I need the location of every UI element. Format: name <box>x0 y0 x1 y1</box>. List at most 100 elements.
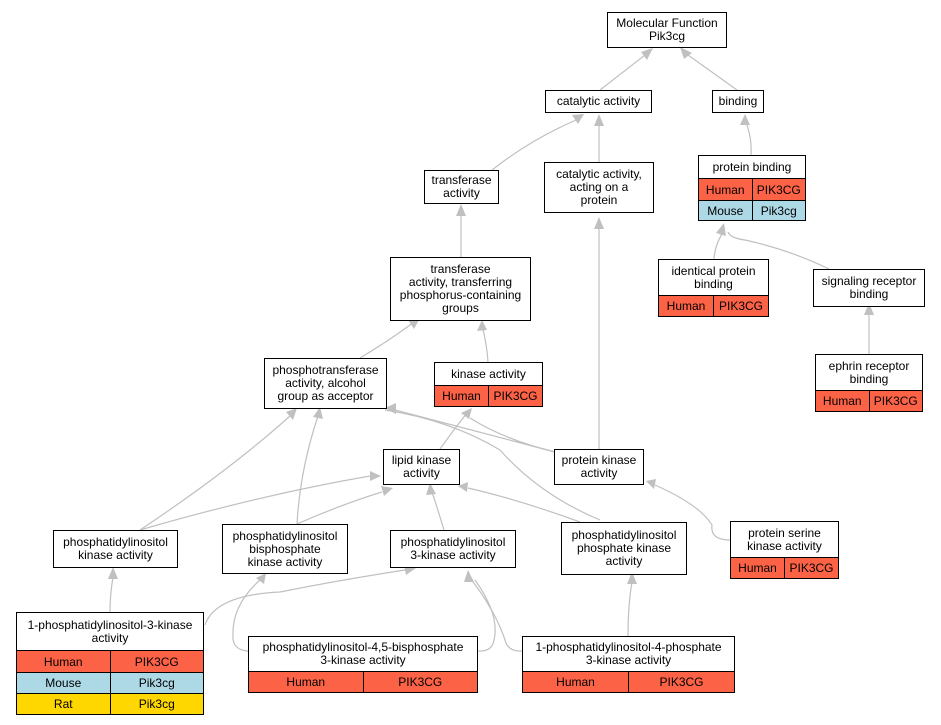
node-1-pi-3-kinase[interactable]: 1-phosphatidylinositol-3-kinase activity… <box>16 612 204 715</box>
edge-pikinase-lipid <box>139 475 371 531</box>
node-protein-binding[interactable]: protein binding Human PIK3CG Mouse Pik3c… <box>698 155 806 221</box>
edge-pi3k1-pi3k <box>204 569 406 626</box>
edge-lipid-kinase <box>439 412 468 450</box>
node-label: 1-phosphatidylinositol-3-kinase activity <box>27 617 193 645</box>
node-pi3k-activity[interactable]: phosphatidylinositol 3-kinase activity <box>390 530 516 568</box>
gene-row-human: Human PIK3CG <box>523 671 734 692</box>
species-cell: Human <box>738 561 777 575</box>
arrow-catalytic-root <box>641 48 653 60</box>
gene-cell: PIK3CG <box>751 179 806 200</box>
node-kinase-activity[interactable]: kinase activity Human PIK3CG <box>434 362 543 407</box>
node-pi4p-3-kinase[interactable]: 1-phosphatidylinositol-4-phosphate 3-kin… <box>522 636 735 693</box>
node-label: 1-phosphatidylinositol-4-phosphate 3-kin… <box>535 640 722 667</box>
node-label: binding <box>718 94 758 108</box>
node-label: Molecular Function Pik3cg <box>616 16 718 43</box>
edge-pi3k1-pikinase <box>109 576 114 613</box>
edge-pip2kinase-phosphotransferase <box>296 415 319 525</box>
gene-row-human: Human PIK3CG <box>435 385 542 406</box>
arrow-ephrin-signaling <box>864 303 874 315</box>
node-ephrin-receptor-binding[interactable]: ephrin receptor binding Human PIK3CG <box>815 354 923 412</box>
arrow-pipkinase-lipid <box>458 482 468 492</box>
arrow-pi3k1-pikinase <box>108 567 118 579</box>
gene-cell: PIK3CG <box>488 386 542 406</box>
arrow-proteinbinding-identical <box>716 223 726 236</box>
node-label: signaling receptor binding <box>821 274 917 301</box>
gene-cell: PIK3CG <box>109 651 204 672</box>
edge-proteinbinding-binding <box>746 124 752 156</box>
arrow-proteinbinding-binding <box>740 114 750 125</box>
gene-cell: Pik3cg <box>751 201 806 220</box>
edge-catalytic-root <box>599 54 646 91</box>
arrow-transferasep-transferase <box>456 204 466 216</box>
node-label: protein kinase activity <box>561 453 637 480</box>
edge-serkinase-protein <box>654 484 731 541</box>
species-cell: Mouse <box>707 203 744 218</box>
arrow-protein-phosphotransferase <box>385 403 396 414</box>
species-cell: Human <box>442 389 481 403</box>
arrow-pip2kinase-lipid <box>381 486 393 496</box>
node-catalytic-activity[interactable]: catalytic activity <box>545 90 652 113</box>
node-transferase-phosphorus[interactable]: transferase activity, transferring phosp… <box>390 257 531 321</box>
node-label: phosphotransferase activity, alcohol gro… <box>272 363 379 403</box>
node-lipid-kinase-activity[interactable]: lipid kinase activity <box>383 449 460 485</box>
node-transferase-activity[interactable]: transferase activity <box>424 170 499 204</box>
node-phosphotransferase-alcohol[interactable]: phosphotransferase activity, alcohol gro… <box>264 358 387 409</box>
arrow-pi4p3k-pipkinase <box>627 572 637 584</box>
node-label: phosphatidylinositol phosphate kinase ac… <box>571 528 677 568</box>
gene-row-human: Human PIK3CG <box>17 650 203 672</box>
gene-row-human: Human PIK3CG <box>249 671 477 692</box>
gene-cell: PIK3CG <box>628 672 734 692</box>
node-label: protein binding <box>712 159 792 174</box>
edge-pip2_3k-pi3k <box>474 579 496 652</box>
node-pip2-3-kinase[interactable]: phosphatidylinositol-4,5-bisphosphate 3-… <box>248 636 478 693</box>
node-label: transferase activity <box>431 173 492 200</box>
species-cell: Rat <box>53 697 73 711</box>
species-cell: Human <box>556 675 595 689</box>
arrow-protein-catprotein <box>594 217 604 229</box>
node-label: lipid kinase activity <box>391 453 452 480</box>
gene-cell: PIK3CG <box>362 672 478 692</box>
node-label: transferase activity, transferring phosp… <box>399 262 522 315</box>
edge-identical-proteinbinding <box>713 233 723 260</box>
node-pi-phosphate-kinase[interactable]: phosphatidylinositol phosphate kinase ac… <box>561 522 687 575</box>
gene-row-human: Human PIK3CG <box>816 390 922 411</box>
edge-signaling-proteinbinding <box>727 231 830 270</box>
species-cell: Human <box>705 182 745 197</box>
edge-pi4p3k-pi3k <box>469 577 523 652</box>
node-identical-protein-binding[interactable]: identical protein binding Human PIK3CG <box>658 259 769 317</box>
node-label: phosphatidylinositol bisphosphate kinase… <box>232 528 338 569</box>
arrow-pi3k-lipid <box>426 483 436 495</box>
species-cell: Mouse <box>45 676 82 690</box>
gene-cell: PIK3CG <box>713 296 768 316</box>
species-cell: Human <box>666 299 706 313</box>
node-label: kinase activity <box>451 366 526 381</box>
edge-pi3k-lipid <box>431 491 445 531</box>
node-pi-kinase-activity[interactable]: phosphatidylinositol kinase activity <box>53 530 178 568</box>
node-catalytic-activity-on-protein[interactable]: catalytic activity, acting on a protein <box>544 162 654 213</box>
node-pi-bisphosphate-kinase[interactable]: phosphatidylinositol bisphosphate kinase… <box>222 524 348 574</box>
node-label: phosphatidylinositol kinase activity <box>63 535 168 562</box>
gene-row-mouse: Mouse Pik3cg <box>699 200 805 220</box>
node-molecular-function-root[interactable]: Molecular Function Pik3cg <box>607 12 727 48</box>
arrow-transferase-catalytic <box>572 114 584 124</box>
arrow-pip2_3k-pip2kinase <box>256 573 266 584</box>
gene-cell: PIK3CG <box>784 558 838 578</box>
species-cell: Human <box>43 654 83 669</box>
gene-row-rat: Rat Pik3cg <box>17 693 203 714</box>
node-binding[interactable]: binding <box>712 90 764 113</box>
arrow-serkinase-protein <box>646 479 656 489</box>
edge-protein-kinase <box>469 417 556 453</box>
edge-pi4p3k-pipkinase <box>627 581 633 637</box>
arrow-pikinase-lipid <box>370 471 381 481</box>
node-signaling-receptor-binding[interactable]: signaling receptor binding <box>813 269 925 307</box>
edge-kinase-transferasep <box>481 324 489 363</box>
gene-row-human: Human PIK3CG <box>659 295 768 316</box>
node-protein-serine-kinase[interactable]: protein serine kinase activity Human PIK… <box>730 521 839 579</box>
node-label: protein serine kinase activity <box>747 525 822 553</box>
gene-cell: PIK3CG <box>868 391 923 411</box>
gene-row-human: Human PIK3CG <box>699 178 805 200</box>
edge-pikinase-phosphotransferase <box>139 415 291 531</box>
node-protein-kinase-activity[interactable]: protein kinase activity <box>554 449 644 485</box>
arrow-binding-root <box>680 47 692 59</box>
arrow-catprotein-catalytic <box>594 114 604 126</box>
